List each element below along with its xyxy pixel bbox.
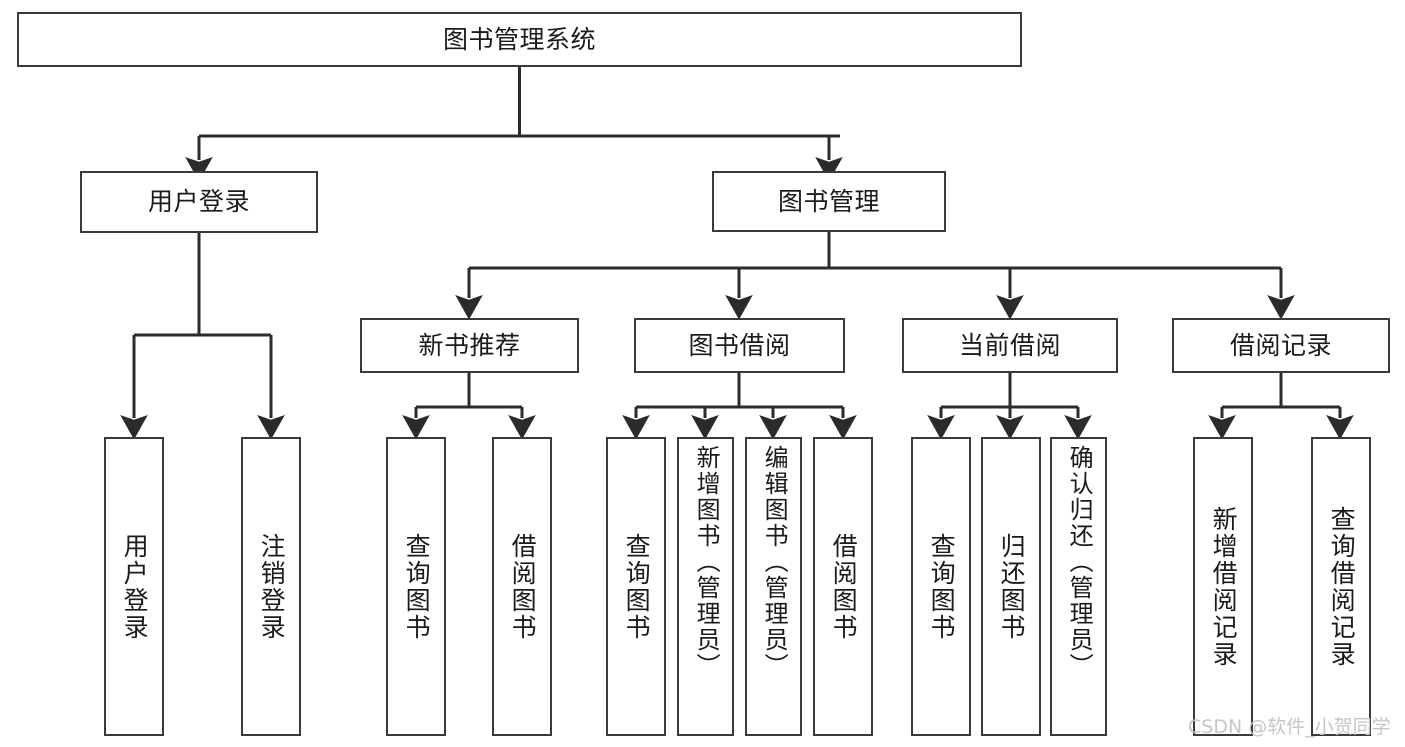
node-borrow-record-label: 借阅记录: [1229, 330, 1332, 360]
node-root-system[interactable]: 图书管理系统: [17, 12, 1022, 67]
leaf-current-borrow-return-book[interactable]: 归还图书: [981, 437, 1041, 736]
leaf-user-login-logout[interactable]: 注销登录: [241, 437, 301, 736]
leaf-book-borrow-borrow-book[interactable]: 借阅图书: [813, 437, 873, 736]
leaf-borrow-record-query-record[interactable]: 查询借阅记录: [1311, 437, 1371, 736]
node-book-management[interactable]: 图书管理: [712, 171, 946, 232]
leaf-book-borrow-edit-book-admin[interactable]: 编辑图书（管理员）: [745, 437, 802, 736]
leaf-user-login-login[interactable]: 用户登录: [104, 437, 164, 736]
leaf-label: 借阅图书: [508, 532, 538, 641]
leaf-label: 注销登录: [257, 532, 287, 641]
node-user-login[interactable]: 用户登录: [80, 171, 318, 233]
node-book-borrow-label: 图书借阅: [688, 330, 791, 360]
leaf-label: 新增借阅记录: [1209, 505, 1239, 668]
leaf-current-borrow-confirm-return-admin[interactable]: 确认归还（管理员）: [1050, 437, 1107, 736]
csdn-watermark: CSDN @软件_小贺同学: [1188, 716, 1391, 738]
node-root-label: 图书管理系统: [442, 24, 596, 54]
node-current-borrow[interactable]: 当前借阅: [902, 318, 1118, 373]
node-book-borrow[interactable]: 图书借阅: [634, 318, 845, 373]
leaf-label: 借阅图书: [829, 532, 859, 641]
leaf-label: 归还图书: [997, 532, 1027, 641]
leaf-label: 用户登录: [120, 532, 150, 641]
leaf-label: 查询图书: [402, 532, 432, 641]
leaf-label: 查询图书: [622, 532, 652, 641]
node-book-management-label: 图书管理: [777, 186, 880, 216]
node-current-borrow-label: 当前借阅: [958, 330, 1061, 360]
node-user-login-label: 用户登录: [147, 187, 250, 217]
leaf-book-borrow-add-book-admin[interactable]: 新增图书（管理员）: [677, 437, 734, 736]
leaf-label: 确认归还（管理员）: [1065, 445, 1094, 679]
leaf-label: 新增图书（管理员）: [692, 445, 721, 679]
node-borrow-record[interactable]: 借阅记录: [1172, 318, 1390, 373]
node-new-book-recommend[interactable]: 新书推荐: [360, 318, 579, 373]
leaf-label: 查询借阅记录: [1327, 505, 1357, 668]
leaf-current-borrow-query-book[interactable]: 查询图书: [911, 437, 971, 736]
leaf-book-borrow-query-book[interactable]: 查询图书: [606, 437, 666, 736]
leaf-borrow-record-add-record[interactable]: 新增借阅记录: [1193, 437, 1253, 736]
leaf-new-book-query-book[interactable]: 查询图书: [386, 437, 446, 736]
leaf-new-book-borrow-book[interactable]: 借阅图书: [492, 437, 552, 736]
leaf-label: 编辑图书（管理员）: [760, 445, 789, 679]
leaf-label: 查询图书: [927, 532, 957, 641]
node-new-book-recommend-label: 新书推荐: [418, 330, 521, 360]
